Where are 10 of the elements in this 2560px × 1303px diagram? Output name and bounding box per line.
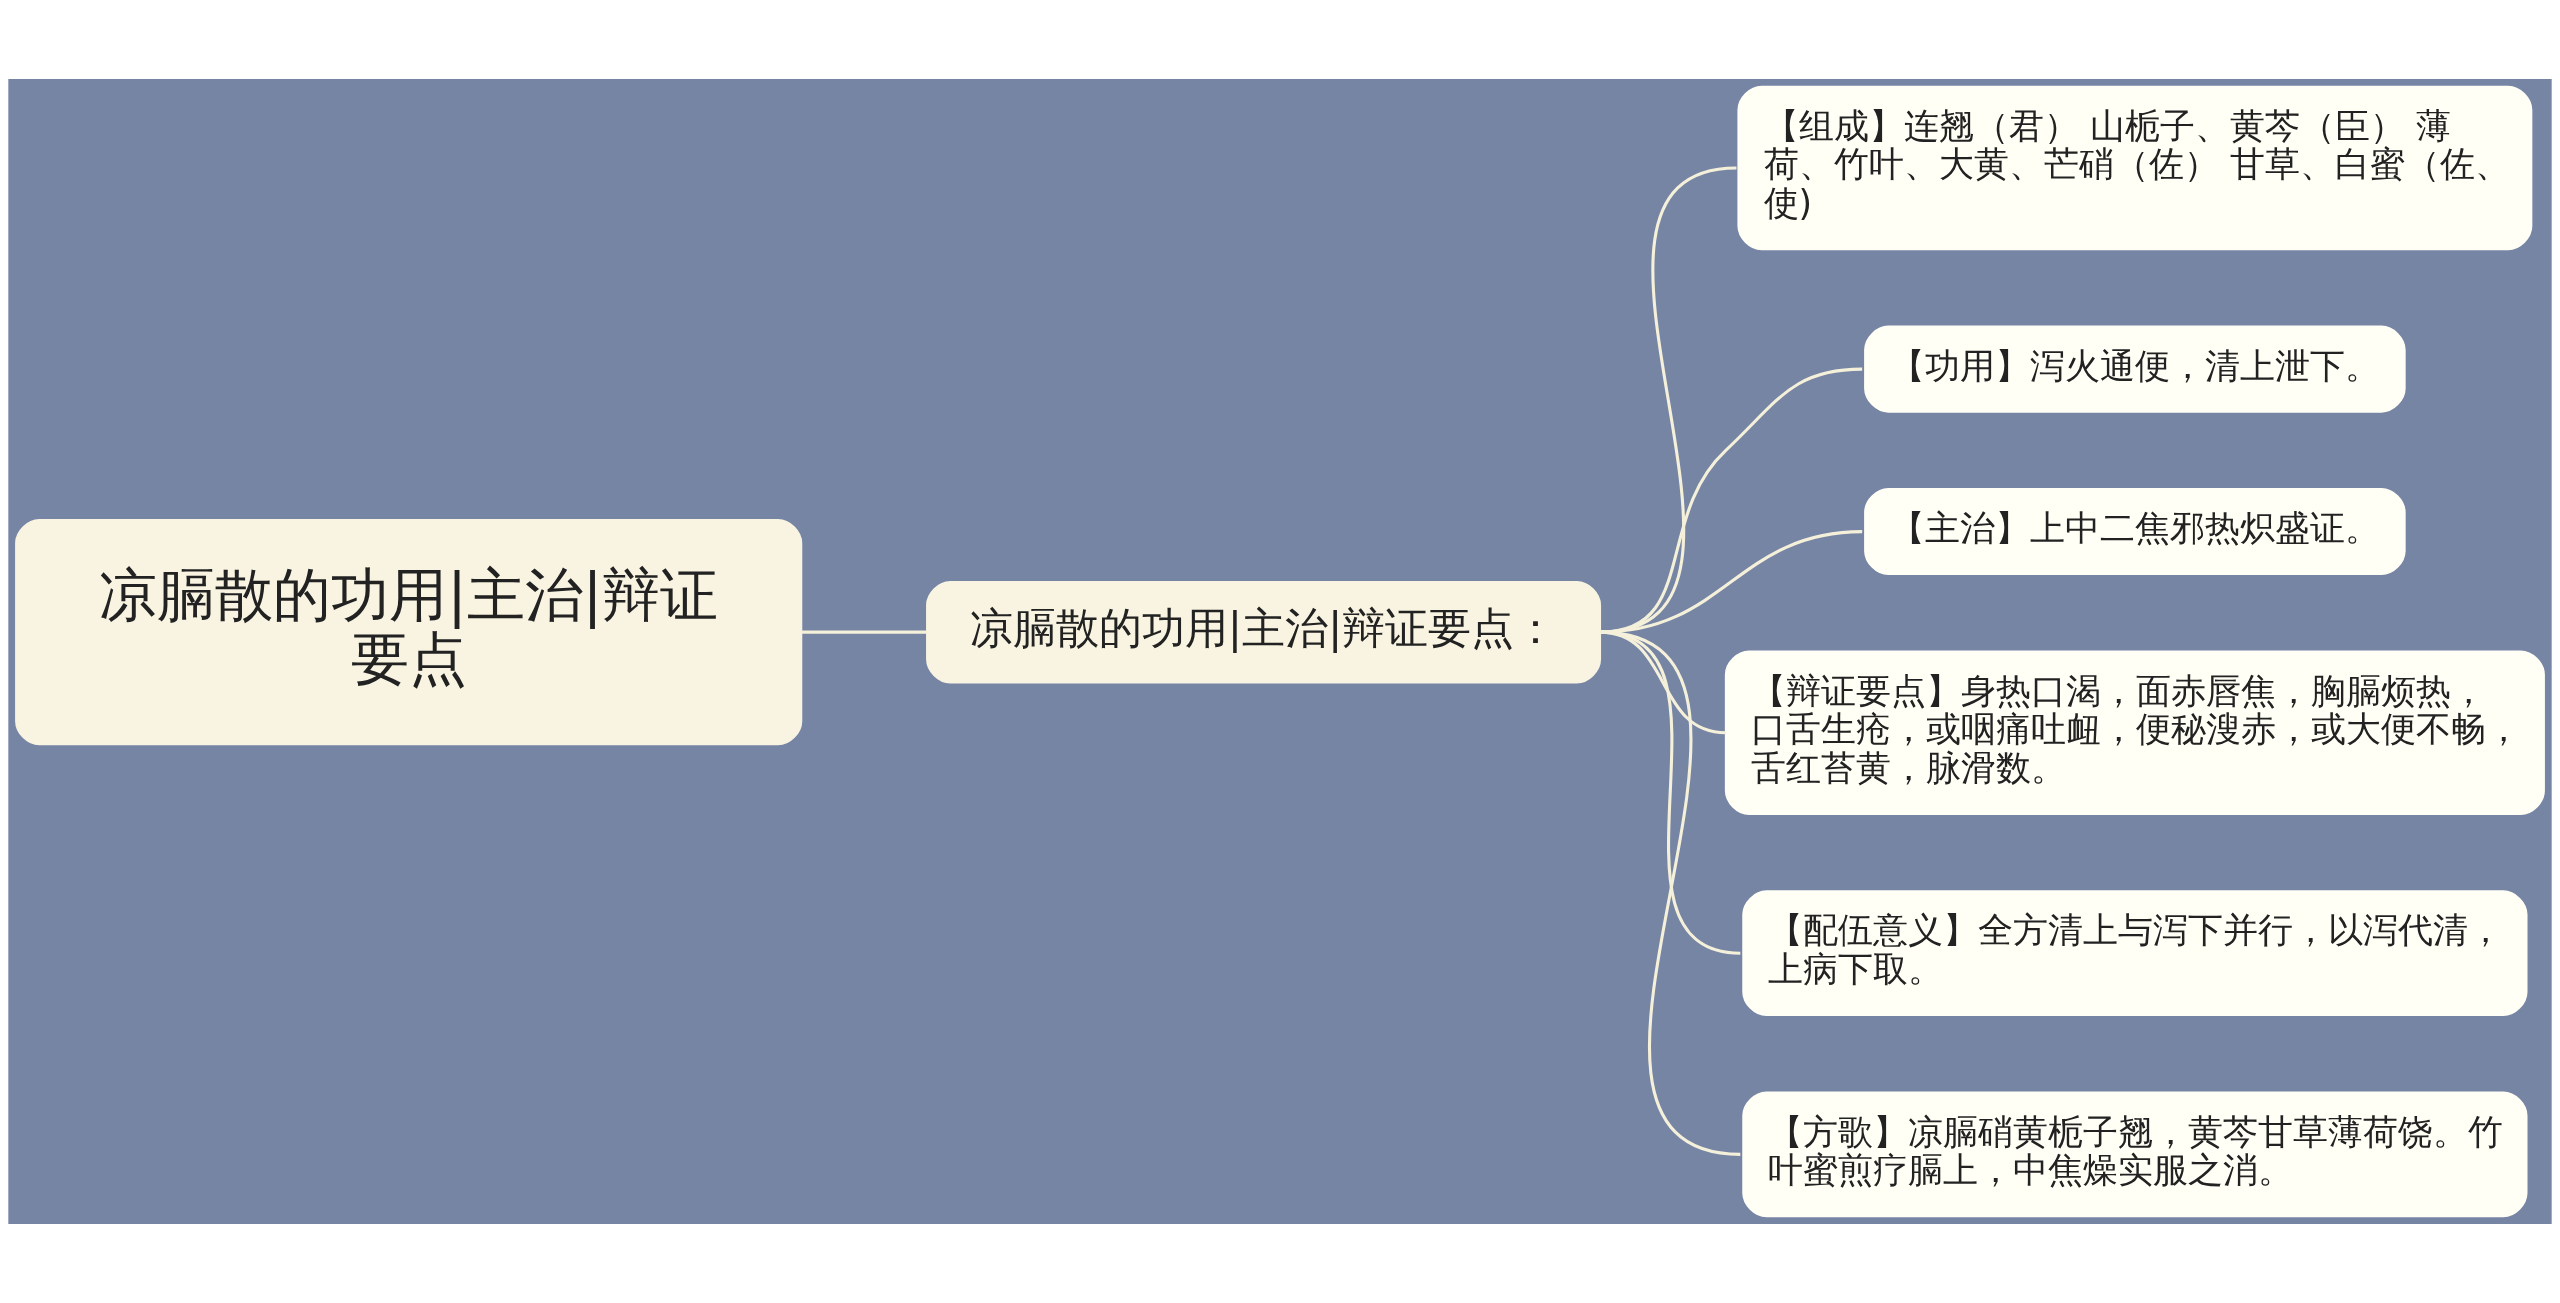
node-box: 【辩证要点】身热口渴，面赤唇焦，胸膈烦热，口舌生疮，或咽痛吐衄，便秘溲赤，或大便不畅，舌红苔黄，脉滑数。 [1724,650,2545,815]
node-box: 凉膈散的功用|主治|辩证要点 [15,519,803,746]
node-box: 【组成】连翘（君） 山栀子、黄芩（臣） 薄荷、竹叶、大黄、芒硝（佐） 甘草、白蜜（佐、使) [1737,85,2533,251]
node-box: 【配伍意义】全方清上与泻下并行，以泻代清，上病下取。 [1742,890,2528,1017]
node-box: 【方歌】凉膈硝黄栀子翘，黄芩甘草薄荷饶。竹叶蜜煎疗膈上，中焦燥实服之消。 [1742,1091,2528,1218]
connector [1599,630,1741,1156]
node-box: 【主治】上中二焦邪热炽盛证。 [1864,488,2406,576]
node-box: 【功用】泻火通便，清上泄下。 [1864,325,2406,413]
connector [801,630,927,634]
node-box: 凉膈散的功用|主治|辩证要点： [926,580,1602,684]
